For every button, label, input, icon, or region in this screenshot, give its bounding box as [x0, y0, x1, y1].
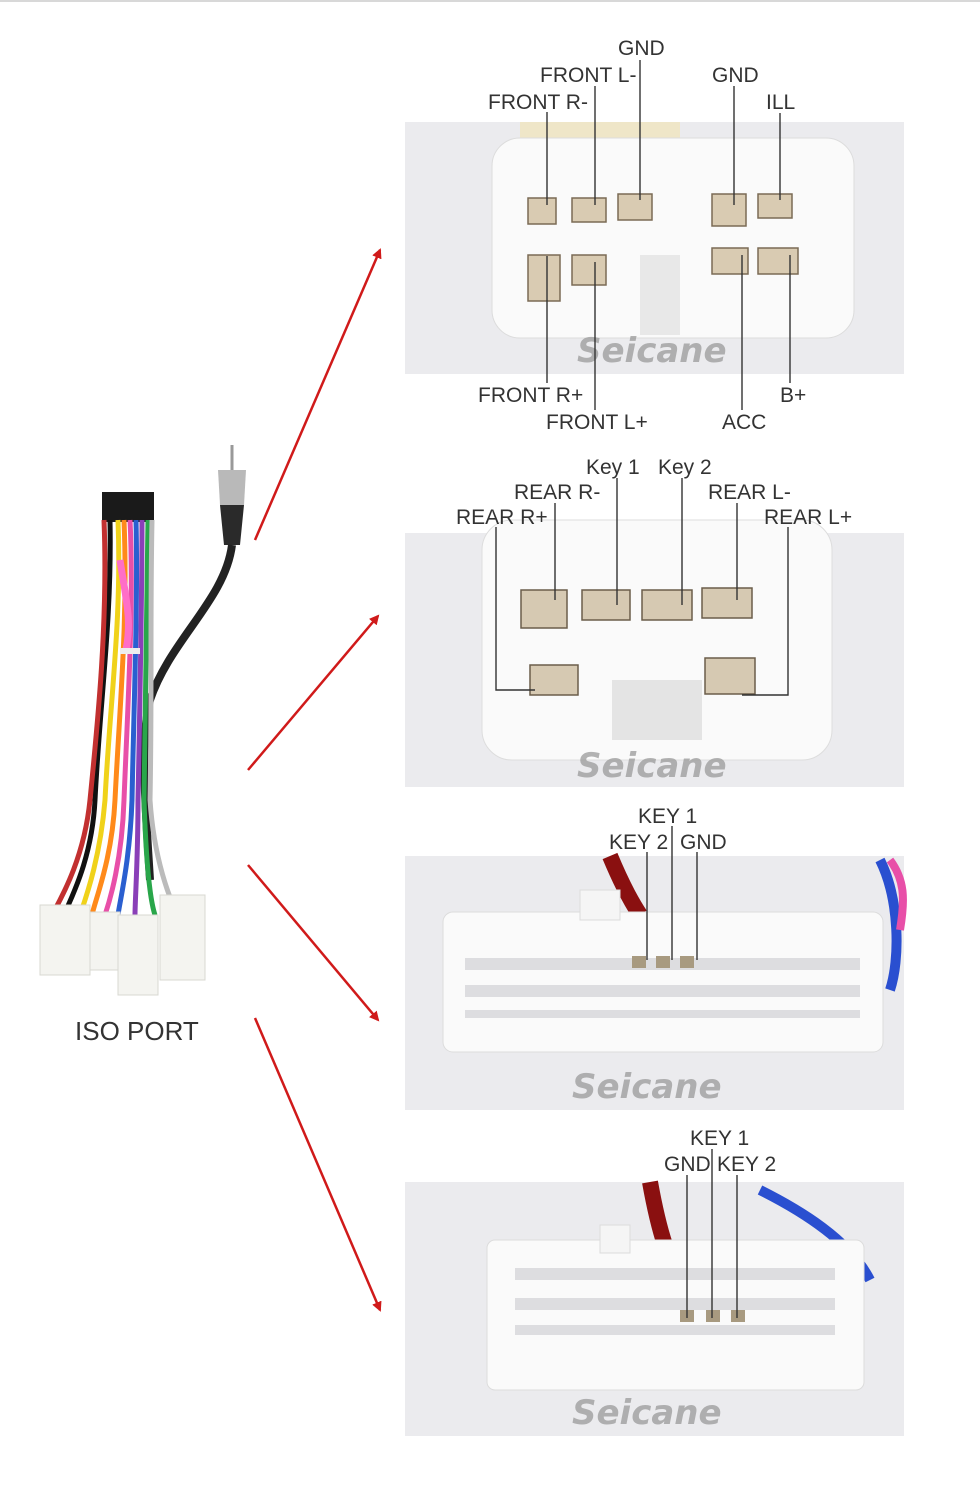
iso-port-label: ISO PORT — [75, 1016, 199, 1046]
label-front-r-minus: FRONT R- — [488, 91, 588, 114]
label-gnd-panel4: GND — [664, 1153, 711, 1176]
label-front-l-minus: FRONT L- — [540, 64, 637, 87]
label-gnd-right: GND — [712, 64, 759, 87]
label-rear-r-plus: REAR R+ — [456, 506, 548, 529]
arrow-to-panel-4 — [253, 1017, 382, 1312]
harness-top-connector — [102, 492, 154, 522]
arrow-to-panel-1 — [253, 248, 382, 541]
label-front-l-plus: FRONT L+ — [546, 411, 648, 434]
label-front-r-plus: FRONT R+ — [478, 384, 584, 407]
label-rear-l-plus: REAR L+ — [764, 506, 853, 529]
label-key1-panel4: KEY 1 — [690, 1127, 750, 1150]
panel-1-connector-photo: Seicane — [405, 122, 904, 374]
iso-harness-image — [39, 445, 246, 996]
label-key2-panel3: KEY 2 — [609, 831, 669, 854]
panel-2-connector-photo: Seicane — [405, 519, 904, 787]
svg-text:Seicane: Seicane — [572, 1067, 722, 1107]
label-b-plus: B+ — [780, 384, 807, 407]
antenna-cable — [140, 544, 236, 881]
label-key2: Key 2 — [658, 456, 712, 479]
label-key1-panel3: KEY 1 — [638, 805, 698, 828]
antenna-plug — [218, 470, 246, 505]
label-gnd-panel3: GND — [680, 831, 727, 854]
arrow-to-panel-2 — [247, 614, 380, 771]
label-ill: ILL — [766, 91, 796, 114]
leader-lines — [495, 60, 791, 1318]
panel-3-connector-photo: Seicane — [405, 852, 907, 1110]
label-key1: Key 1 — [586, 456, 640, 479]
arrows — [247, 248, 382, 1312]
arrow-to-panel-3 — [247, 864, 380, 1022]
svg-text:Seicane: Seicane — [577, 331, 727, 371]
label-key2-panel4: KEY 2 — [717, 1153, 777, 1176]
label-rear-r-minus: REAR R- — [514, 481, 601, 504]
panel-4-connector-photo: Seicane — [405, 1180, 904, 1436]
svg-text:Seicane: Seicane — [577, 746, 727, 786]
label-acc: ACC — [722, 411, 767, 434]
svg-text:Seicane: Seicane — [572, 1393, 722, 1433]
top-divider — [0, 0, 980, 2]
label-rear-l-minus: REAR L- — [708, 481, 791, 504]
label-gnd-top: GND — [618, 37, 665, 60]
